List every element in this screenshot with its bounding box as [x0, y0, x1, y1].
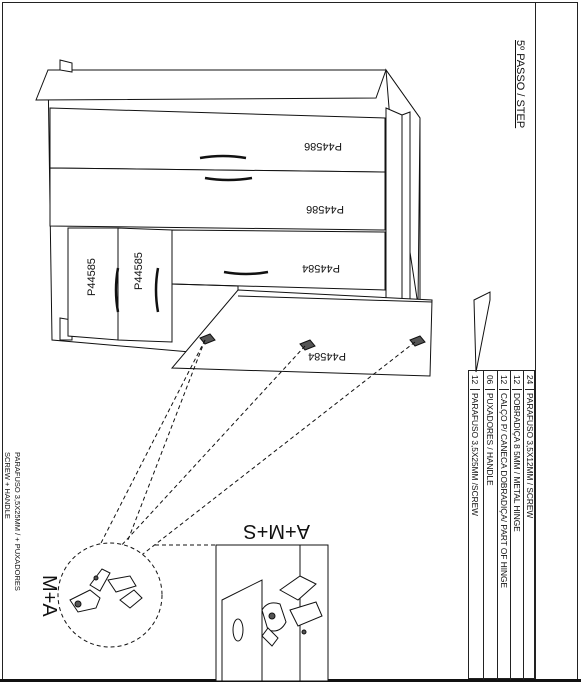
door-left-2: [117, 227, 173, 343]
bom-qty: 12: [470, 375, 480, 390]
hinge-detail-circle: [57, 542, 163, 648]
bom-description: DOBRADIÇA 8 5MM / METAL HINGE: [512, 393, 522, 532]
drawer-front-3: [171, 229, 386, 291]
detail-box-label: A+M+S: [243, 520, 310, 542]
bom-description: PARAFUSO 3,5X25MM /SCREW: [470, 393, 480, 516]
part-label-drawer-3: P44584: [302, 262, 340, 274]
handle-2: [204, 176, 253, 182]
part-label-door-left-2: P44585: [133, 252, 145, 290]
hinge-detail-small: [69, 568, 143, 613]
bom-row: 12CALÇO P/ CANECA DOBRADIÇA/ PART OF HIN…: [497, 371, 510, 680]
handle-5: [154, 267, 160, 313]
bom-row: 06PUXADORES / HANDLE: [483, 371, 497, 680]
part-label-drawer-2: P44586: [306, 203, 344, 215]
detail-circle-label: M+A: [38, 575, 60, 617]
bom-qty: 12: [499, 375, 509, 390]
handle-3: [223, 270, 269, 276]
foot-right: [473, 291, 491, 373]
part-label-open-door: P44584: [308, 350, 346, 362]
drawer-front-2: [49, 167, 386, 231]
part-label-drawer-1: P44586: [304, 140, 342, 152]
door-open-panel: [170, 289, 433, 377]
bom-description: PARAFUSO 3,5X12MM / SCREW: [525, 393, 535, 519]
bom-row: 12PARAFUSO 3,5X25MM /SCREW: [469, 371, 483, 680]
part-label-door-left-1: P44585: [86, 258, 98, 296]
bom-qty: 12: [512, 375, 522, 390]
bom-qty: 06: [485, 375, 495, 390]
bom-description: CALÇO P/ CANECA DOBRADIÇA/ PART OF HINGE: [499, 393, 509, 589]
bom-row: 12DOBRADIÇA 8 5MM / METAL HINGE: [510, 371, 523, 680]
cabinet-top-edge: [35, 69, 387, 101]
foot-top-left: [59, 59, 73, 73]
screw-note-line2: SCREW + HANDLE: [3, 452, 12, 519]
hinge-detail-large: [261, 575, 323, 647]
bill-of-materials: 24PARAFUSO 3,5X12MM / SCREW 12DOBRADIÇA …: [468, 370, 536, 680]
bom-description: PUXADORES / HANDLE: [485, 393, 495, 486]
screw-note-line1: PARAFUSO 3,5X25MM / + PUXADORES: [13, 452, 22, 591]
title-column: [535, 2, 578, 679]
bom-qty: 24: [525, 375, 535, 390]
handle-4: [114, 267, 120, 313]
handle-1: [199, 154, 247, 160]
bom-row: 24PARAFUSO 3,5X12MM / SCREW: [523, 371, 536, 680]
